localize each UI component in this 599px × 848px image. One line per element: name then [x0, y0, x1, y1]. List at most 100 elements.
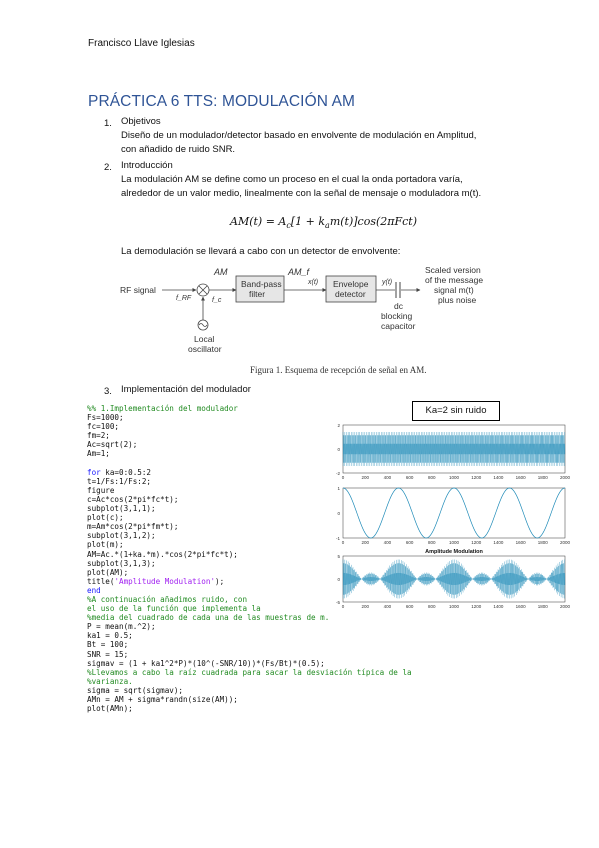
code-line: sigmav = (1 + ka1^2*P)*(10^(-SNR/10))*(F… [87, 659, 412, 668]
code-line: c=Ac*cos(2*pi*fc*t); [87, 495, 412, 504]
code-line: title('Amplitude Modulation'); [87, 577, 412, 586]
y-tick-label: -5 [336, 600, 340, 605]
code-line: sigma = sqrt(sigmav); [87, 686, 412, 695]
message-series-line [342, 487, 566, 539]
x-tick-label: 1800 [538, 604, 549, 609]
local-label: Local [194, 334, 214, 344]
capacitor-label: capacitor [381, 321, 416, 331]
code-line: el uso de la función que implementa la [87, 604, 412, 613]
code-line: SNR = 15; [87, 650, 412, 659]
code-line: ka1 = 0.5; [87, 631, 412, 640]
x-tick-label: 600 [406, 540, 414, 545]
signal-mt-label: signal m(t) [434, 285, 474, 295]
x-tick-label: 0 [342, 540, 345, 545]
plot-title: Amplitude Modulation [425, 549, 483, 555]
filter-label: filter [249, 289, 265, 299]
section-heading-objetivos: Objetivos [121, 116, 161, 127]
x-tick-label: 400 [384, 604, 392, 609]
code-line: subplot(3,1,1); [87, 504, 412, 513]
carrier-series-line [342, 432, 566, 466]
x-tick-label: 200 [361, 604, 369, 609]
code-line: P = mean(m.^2); [87, 622, 412, 631]
y-tick-label: 0 [337, 511, 340, 516]
code-token: subplot(3,1,3); [87, 558, 156, 568]
envelope-label: Envelope [333, 279, 369, 289]
code-line: for ka=0:0.5:2 [87, 468, 412, 477]
code-line: AMn = AM + sigma*randn(size(AM)); [87, 695, 412, 704]
code-token: subplot(3,1,2); [87, 531, 156, 541]
code-line: Bt = 100; [87, 640, 412, 649]
plot-axes-box [342, 487, 566, 539]
receiver-block-diagram: RF signal f_RF AM f_c Local oscillator B… [120, 265, 483, 354]
code-token: Am=1; [87, 449, 110, 459]
x-tick-label: 800 [428, 475, 436, 480]
y-tick-label: -2 [336, 471, 340, 476]
code-token: c=Ac*cos(2*pi*fc*t); [87, 494, 179, 504]
x-tick-label: 1600 [516, 604, 527, 609]
section-number: 3. [104, 386, 112, 397]
code-line: fm=2; [87, 431, 412, 440]
code-line: plot(AMn); [87, 704, 412, 713]
x-tick-label: 600 [406, 604, 414, 609]
code-line: fc=100; [87, 422, 412, 431]
y-tick-label: 0 [337, 577, 340, 582]
x-tick-label: 2000 [560, 540, 570, 545]
code-token: Fs=1000; [87, 413, 124, 423]
code-line: t=1/Fs:1/Fs:2; [87, 477, 412, 486]
code-line: %% 1.Implementación del modulador [87, 404, 412, 413]
ka-label-box: Ka=2 sin ruido [412, 401, 500, 421]
code-line: end [87, 586, 412, 595]
author-name: Francisco Llave Iglesias [88, 38, 195, 49]
am-label: AM [213, 267, 228, 277]
xt-label: x(t) [307, 279, 318, 286]
code-line: %media del cuadrado de cada una de las m… [87, 613, 412, 622]
figure-caption: Figura 1. Esquema de recepción de señal … [250, 365, 427, 375]
code-line: %A continuación añadimos ruido, con [87, 595, 412, 604]
x-tick-label: 1000 [449, 540, 460, 545]
plus-noise-label: plus noise [438, 295, 477, 305]
x-tick-label: 1000 [449, 475, 460, 480]
code-token: 'Amplitude Modulation' [114, 576, 216, 586]
x-tick-label: 1000 [449, 604, 460, 609]
blocking-label: blocking [381, 311, 412, 321]
code-token: fc=100; [87, 422, 120, 432]
am-series-line [342, 559, 566, 599]
code-token: plot(c); [87, 513, 124, 523]
code-token: end [87, 585, 101, 595]
code-line: Am=1; [87, 449, 412, 458]
x-tick-label: 200 [361, 540, 369, 545]
section-text-line: La modulación AM se define como un proce… [121, 174, 463, 185]
code-line: figure [87, 486, 412, 495]
bandpass-label: Band-pass [241, 279, 282, 289]
code-token: %media del cuadrado de cada una de las m… [87, 613, 330, 623]
code-line: AM=Ac.*(1+ka.*m).*cos(2*pi*fc*t); [87, 550, 412, 559]
x-tick-label: 1200 [471, 540, 482, 545]
dc-label: dc [394, 301, 404, 311]
x-tick-label: 1200 [471, 604, 482, 609]
code-token: SNR = 15; [87, 649, 129, 659]
code-token: figure [87, 485, 115, 495]
code-token: m=Am*cos(2*pi*fm*t); [87, 522, 179, 532]
rf-signal-label: RF signal [120, 285, 156, 295]
demod-text: La demodulación se llevará a cabo con un… [121, 246, 401, 257]
y-tick-label: 1 [337, 486, 340, 491]
section-text-line: Diseño de un modulador/detector basado e… [121, 130, 477, 141]
x-tick-label: 2000 [560, 475, 570, 480]
code-token: Ac=sqrt(2); [87, 440, 138, 450]
section-heading-implementacion: Implementación del modulador [121, 384, 251, 395]
code-token: %% 1.Implementación del modulador [87, 404, 238, 413]
local-oscillator-symbol [197, 319, 209, 331]
x-tick-label: 1600 [516, 475, 527, 480]
fc-label: f_c [212, 297, 222, 304]
x-tick-label: 1800 [538, 475, 549, 480]
x-tick-label: 0 [342, 604, 345, 609]
code-token: el uso de la función que implementa la [87, 604, 261, 614]
of-the-message-label: of the message [425, 275, 483, 285]
am-formula: AM(t) = Ac[1 + kam(t)]cos(2πFct) [230, 215, 417, 231]
code-line: plot(AM); [87, 568, 412, 577]
y-tick-label: 5 [337, 554, 340, 559]
x-tick-label: 400 [384, 475, 392, 480]
x-tick-label: 200 [361, 475, 369, 480]
x-tick-label: 1200 [471, 475, 482, 480]
